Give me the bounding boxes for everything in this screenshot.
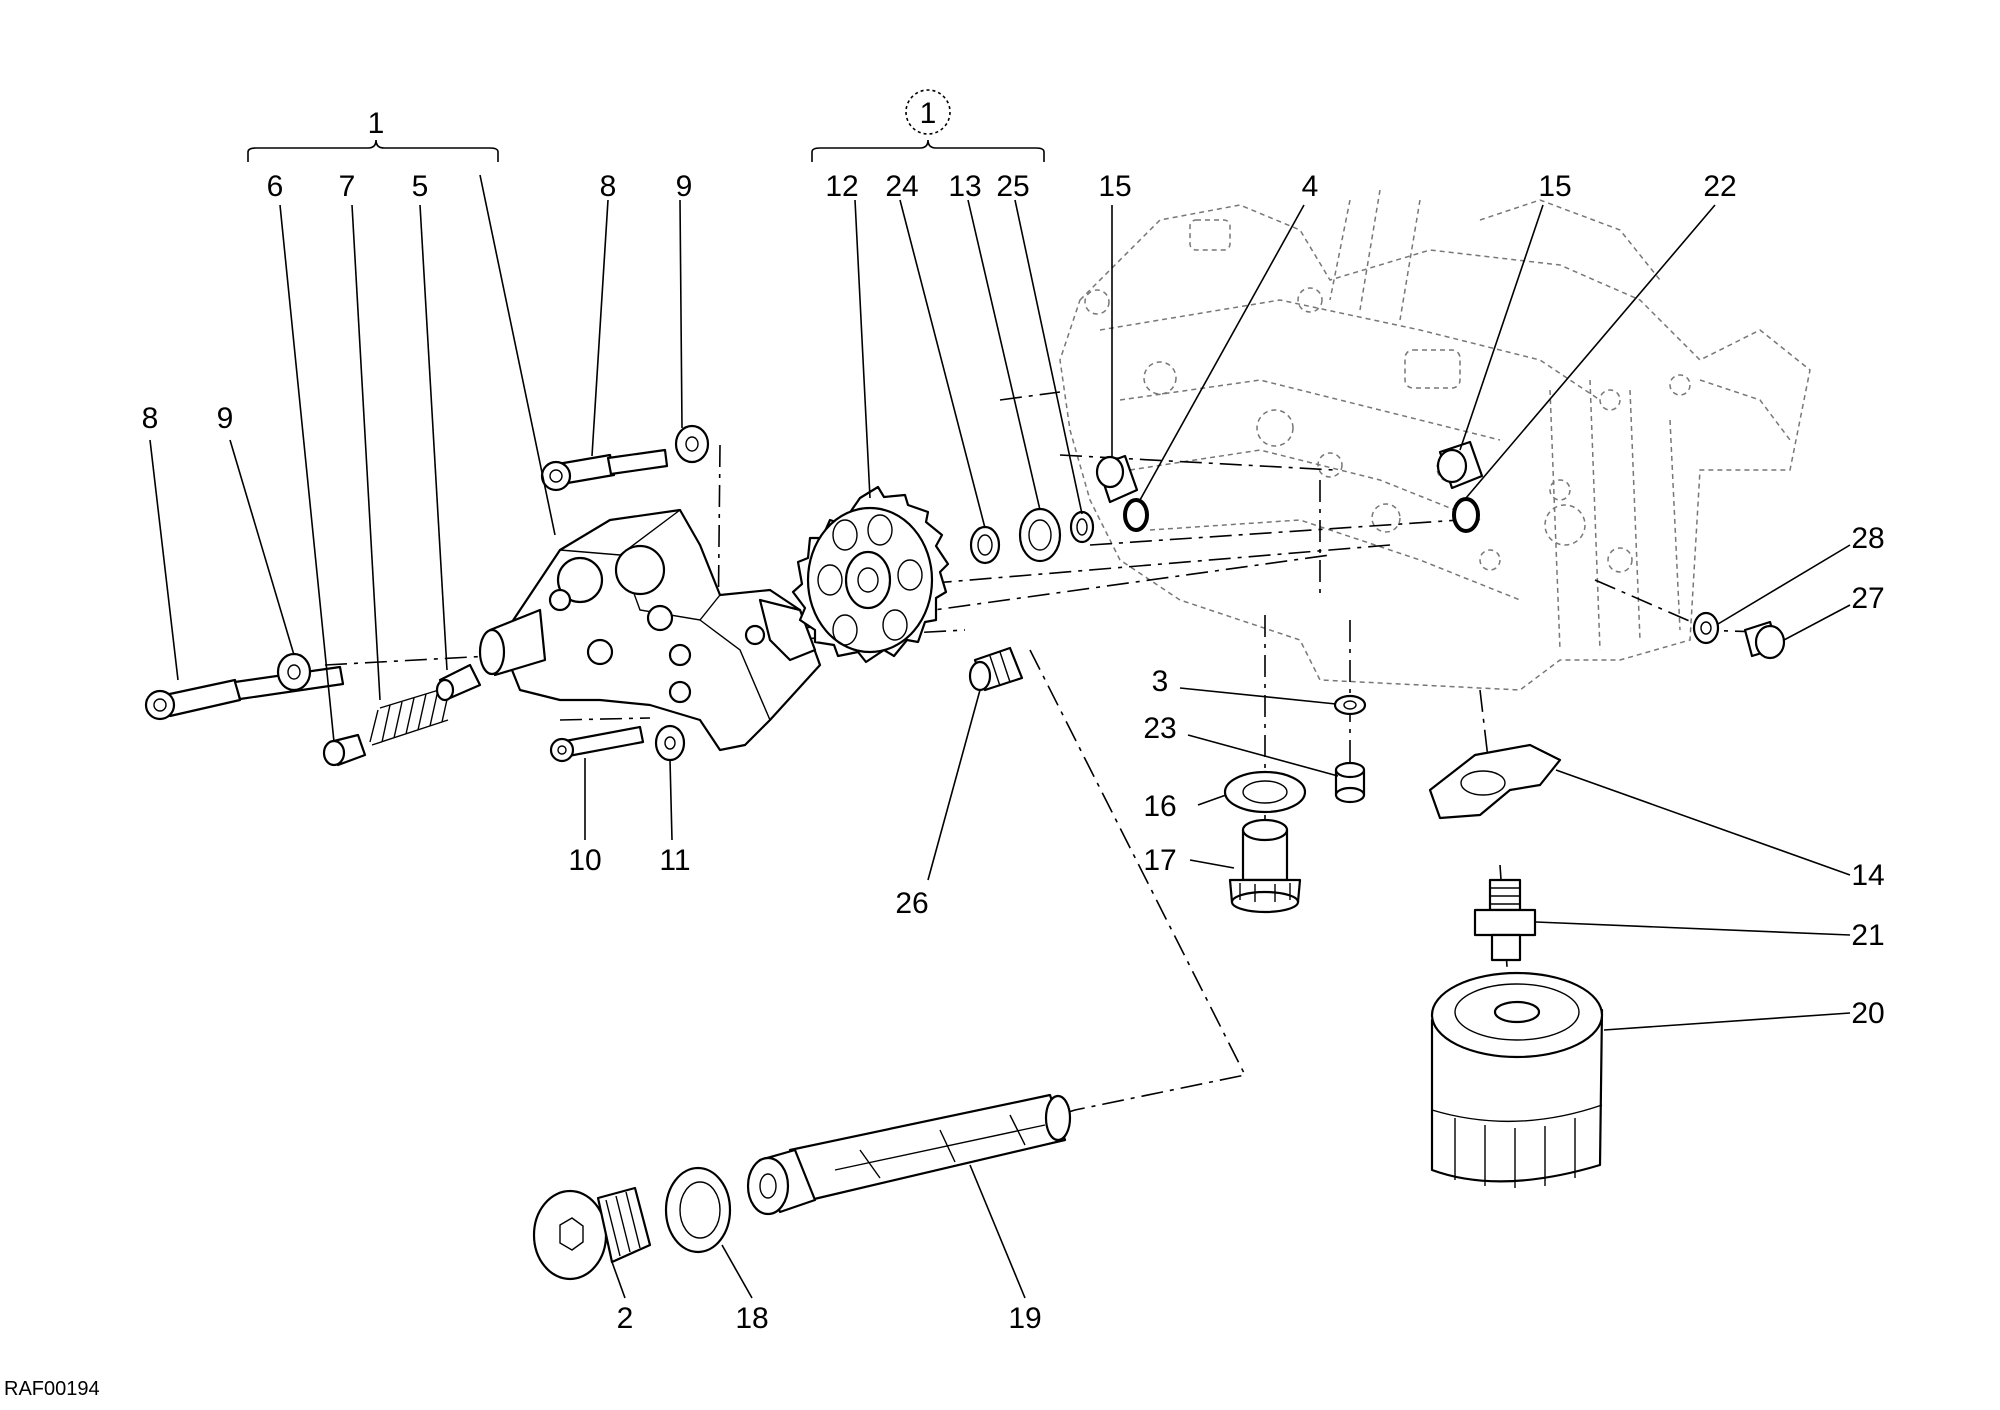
bolt-8-left <box>144 665 345 721</box>
callout-28: 28 <box>1851 522 1884 555</box>
ring-13 <box>1018 507 1062 563</box>
plug-23 <box>1334 761 1366 804</box>
callout-11: 11 <box>659 844 690 877</box>
callout-12: 12 <box>825 170 858 203</box>
callout-2: 2 <box>617 1302 634 1335</box>
callout-14: 14 <box>1851 859 1884 892</box>
callout-6: 6 <box>267 170 284 203</box>
gear-12 <box>791 485 950 664</box>
callout-25: 25 <box>996 170 1029 203</box>
callout-26: 26 <box>895 887 928 920</box>
o-ring-22 <box>1452 497 1480 533</box>
plug-27 <box>1743 620 1786 660</box>
snap-ring-25 <box>1069 510 1095 544</box>
callout-13: 13 <box>948 170 981 203</box>
washer-9-left <box>276 652 312 692</box>
bushing-15-right <box>1436 440 1484 490</box>
oil-filter-20 <box>1430 971 1604 1188</box>
plug-2 <box>532 1186 652 1281</box>
strainer-19 <box>746 1093 1072 1216</box>
callout-15-right: 15 <box>1538 170 1571 203</box>
callout-5: 5 <box>412 170 429 203</box>
callout-10: 10 <box>568 844 601 877</box>
callout-22: 22 <box>1703 170 1736 203</box>
callout-21: 21 <box>1851 919 1884 952</box>
gasket-18 <box>664 1166 732 1254</box>
dowel-26 <box>968 646 1024 692</box>
callout-labels: 1 1 6 7 5 8 9 12 24 13 25 15 4 15 22 8 9… <box>142 97 1885 1335</box>
callout-17: 17 <box>1143 844 1176 877</box>
o-ring-4 <box>1123 498 1149 532</box>
callout-8-top: 8 <box>600 170 617 203</box>
union-21 <box>1473 878 1537 962</box>
callout-3: 3 <box>1152 665 1169 698</box>
callout-23: 23 <box>1143 712 1176 745</box>
callout-19: 19 <box>1008 1302 1041 1335</box>
callout-1-circled: 1 <box>920 97 937 130</box>
callout-16: 16 <box>1143 790 1176 823</box>
bushing-15-left <box>1095 454 1139 504</box>
valve-5 <box>435 663 482 702</box>
plug-17 <box>1228 818 1302 914</box>
gasket-16 <box>1223 770 1307 814</box>
callout-24: 24 <box>885 170 918 203</box>
callout-15-left: 15 <box>1098 170 1131 203</box>
washer-28 <box>1692 611 1720 645</box>
washer-11 <box>654 724 686 762</box>
callout-9-top: 9 <box>676 170 693 203</box>
spring-7 <box>369 685 453 746</box>
callout-1: 1 <box>368 107 385 140</box>
leader-lines <box>149 174 1851 1299</box>
group-bracket-circled-1 <box>811 89 1045 162</box>
drawing-code: RAF00194 <box>4 1378 100 1400</box>
plug-6 <box>322 733 367 767</box>
callout-8-left: 8 <box>142 402 159 435</box>
plate-14 <box>1428 743 1562 820</box>
washer-9-top <box>674 424 710 464</box>
oil-pump-body <box>478 508 822 752</box>
callout-9-left: 9 <box>217 402 234 435</box>
washer-3 <box>1333 694 1367 716</box>
callout-20: 20 <box>1851 997 1884 1030</box>
group-bracket-1 <box>247 139 499 162</box>
callout-7: 7 <box>339 170 356 203</box>
callout-18: 18 <box>735 1302 768 1335</box>
screw-10 <box>549 725 645 763</box>
callout-27: 27 <box>1851 582 1884 615</box>
circlip-24 <box>969 525 1001 565</box>
bolt-8-top <box>540 448 669 492</box>
callout-4: 4 <box>1302 170 1319 203</box>
